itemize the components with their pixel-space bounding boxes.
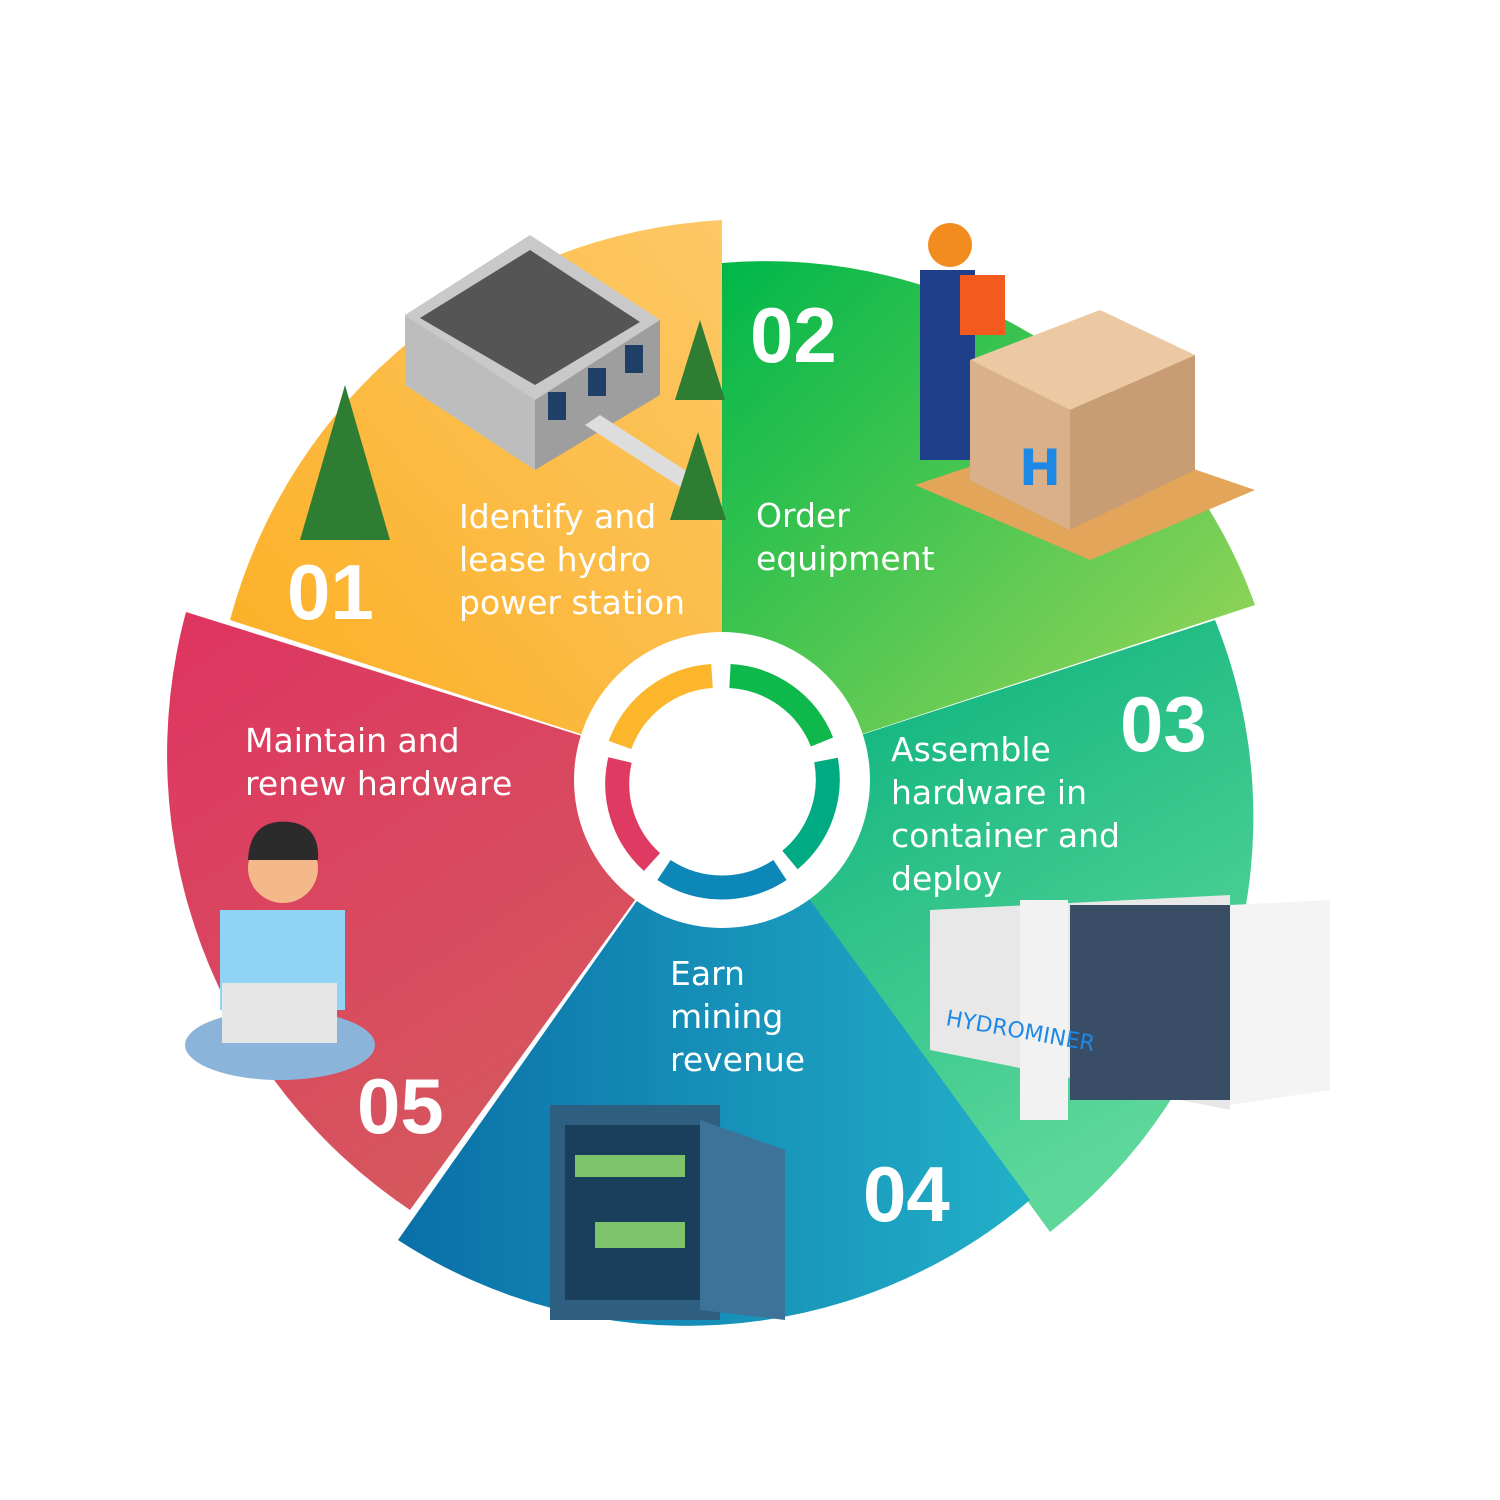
step-02-label: Order equipment [756, 496, 935, 578]
money-safe-illustration [550, 1105, 785, 1320]
step-04-label: Earn mining revenue [670, 954, 806, 1079]
support-person-illustration [185, 821, 375, 1080]
step-01-label: Identify and lease hydro power station [459, 497, 686, 622]
step-03-number: 03 [1120, 680, 1207, 768]
mining-container-illustration: HYDROMINER [930, 895, 1330, 1120]
step-02-number: 02 [750, 291, 837, 379]
power-station-illustration [405, 235, 700, 490]
step-05-label: Maintain and renew hardware [245, 721, 513, 803]
worker-with-box-illustration: H [915, 223, 1255, 560]
step-05-number: 05 [357, 1062, 444, 1150]
step-01-number: 01 [287, 548, 374, 636]
cycle-arrows-icon [605, 664, 840, 900]
sector-02 [722, 261, 1255, 780]
step-03-label: Assemble hardware in container and deplo… [891, 730, 1120, 898]
tree-icon [300, 320, 726, 540]
step-04-number: 04 [863, 1150, 950, 1238]
svg-text:H: H [1019, 439, 1061, 497]
